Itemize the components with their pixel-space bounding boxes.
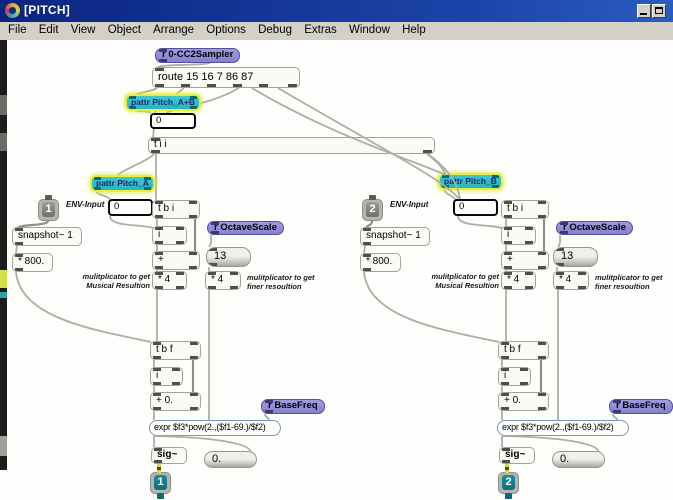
- plus-b-object[interactable]: +: [501, 251, 549, 270]
- comment-finer-b: mulitplicator to get finer resoultion: [595, 273, 663, 291]
- edge-segment: [0, 133, 7, 151]
- pattr-pitch-ab-object[interactable]: pattr Pitch_A+B: [127, 96, 199, 109]
- inlet-1-number: 1: [42, 202, 55, 217]
- menu-arrange[interactable]: Arrange: [153, 24, 195, 36]
- mul800-b-object[interactable]: * 800.: [360, 253, 401, 272]
- int-a2-object[interactable]: i: [150, 367, 183, 386]
- comment-musical-b: mulitplicator to get Musical Resultion: [431, 272, 500, 290]
- expr-b-object[interactable]: expr $f3*pow(2.,($f1-69.)/$f2): [497, 420, 629, 436]
- maximize-icon: [655, 7, 663, 14]
- receive-basefreq-a-object[interactable]: r BaseFreq: [261, 399, 325, 414]
- outlet-2-badge[interactable]: 2: [498, 472, 519, 499]
- float-box-a[interactable]: 0.: [204, 451, 257, 468]
- menu-file[interactable]: File: [8, 24, 27, 36]
- maximize-button[interactable]: [652, 4, 666, 18]
- menu-window[interactable]: Window: [349, 24, 390, 36]
- snapshot-b-object[interactable]: snapshot~ 1: [360, 227, 430, 246]
- menu-extras[interactable]: Extras: [304, 24, 337, 36]
- menu-options[interactable]: Options: [206, 24, 246, 36]
- inlet-2-badge[interactable]: 2: [362, 195, 383, 221]
- minimize-button[interactable]: [637, 4, 651, 18]
- minimize-icon: [640, 13, 647, 15]
- menu-bar: File Edit View Object Arrange Options De…: [0, 22, 673, 41]
- menu-object[interactable]: Object: [107, 24, 141, 36]
- edge-segment: [0, 270, 7, 288]
- env-input-label-a: ENV-Input: [66, 200, 105, 209]
- snapshot-a-object[interactable]: snapshot~ 1: [12, 227, 82, 246]
- number-box-a[interactable]: 0: [108, 199, 153, 216]
- plus0-b-object[interactable]: + 0.: [498, 392, 549, 411]
- menu-debug[interactable]: Debug: [258, 24, 292, 36]
- window-title: [PITCH]: [24, 3, 71, 17]
- int-a1-object[interactable]: i: [152, 226, 187, 245]
- sig-a-object[interactable]: sig~: [151, 447, 187, 464]
- plus-a-object[interactable]: +: [152, 251, 200, 270]
- number-box-13-a[interactable]: 13: [206, 247, 251, 267]
- title-bar[interactable]: [PITCH]: [0, 0, 673, 22]
- outlet-1-badge[interactable]: 1: [150, 472, 171, 499]
- receive-octavescale-a-object[interactable]: r OctaveScale: [207, 221, 284, 235]
- menu-help[interactable]: Help: [402, 24, 426, 36]
- edge-segment: [0, 95, 7, 115]
- mul800-a-object[interactable]: * 800.: [12, 253, 53, 272]
- pattr-pitch-a-object[interactable]: pattr Pitch_A: [92, 177, 153, 190]
- number-box-pitch-ab[interactable]: 0: [150, 113, 196, 129]
- number-box-b[interactable]: 0: [453, 199, 498, 216]
- pattr-pitch-b-object[interactable]: pattr Pitch_B: [440, 175, 501, 188]
- trigger-ii-object[interactable]: t i i: [148, 137, 435, 154]
- plus0-a-object[interactable]: + 0.: [150, 392, 201, 411]
- menu-edit[interactable]: Edit: [38, 24, 59, 36]
- inlet-2-number: 2: [366, 202, 379, 217]
- number-box-13-b[interactable]: 13: [553, 247, 598, 267]
- receive-octavescale-b-object[interactable]: r OctaveScale: [556, 221, 633, 235]
- max-app-icon-center: [9, 7, 16, 14]
- mul4-musical-b-object[interactable]: * 4: [501, 271, 536, 290]
- outlet-1-number: 1: [154, 475, 167, 490]
- edge-segment: [0, 292, 7, 298]
- sig-b-object[interactable]: sig~: [499, 447, 535, 464]
- mul4-finer-b-object[interactable]: * 4: [553, 271, 589, 290]
- trigger-bi-a-object[interactable]: t b i: [152, 200, 200, 219]
- comment-musical-a: mulitplicator to get Musical Resultion: [82, 272, 151, 290]
- outlet-2-number: 2: [502, 475, 515, 490]
- env-input-label-b: ENV-Input: [390, 200, 429, 209]
- trigger-bf-a-object[interactable]: t b f: [150, 341, 201, 360]
- trigger-bf-b-object[interactable]: t b f: [498, 341, 549, 360]
- edge-segment: [0, 436, 7, 456]
- comment-finer-a: mulitplicator to get finer resoultion: [247, 273, 315, 291]
- background-window-edge: [0, 40, 7, 470]
- inlet-1-badge[interactable]: 1: [38, 195, 59, 221]
- int-b1-object[interactable]: i: [501, 226, 536, 245]
- mul4-musical-a-object[interactable]: * 4: [152, 271, 187, 290]
- float-box-b[interactable]: 0.: [552, 451, 605, 468]
- max-app-icon: [5, 3, 20, 18]
- int-b2-object[interactable]: i: [498, 367, 531, 386]
- route-object[interactable]: route 15 16 7 86 87: [152, 67, 300, 88]
- menu-view[interactable]: View: [70, 24, 96, 36]
- receive-basefreq-b-object[interactable]: r BaseFreq: [609, 399, 673, 414]
- mul4-finer-a-object[interactable]: * 4: [205, 271, 241, 290]
- receive-cc2sampler-object[interactable]: r 0-CC2Sampler: [155, 48, 241, 63]
- trigger-bi-b-object[interactable]: t b i: [501, 200, 549, 219]
- expr-a-object[interactable]: expr $f3*pow(2.,($f1-69.)/$f2): [149, 420, 281, 436]
